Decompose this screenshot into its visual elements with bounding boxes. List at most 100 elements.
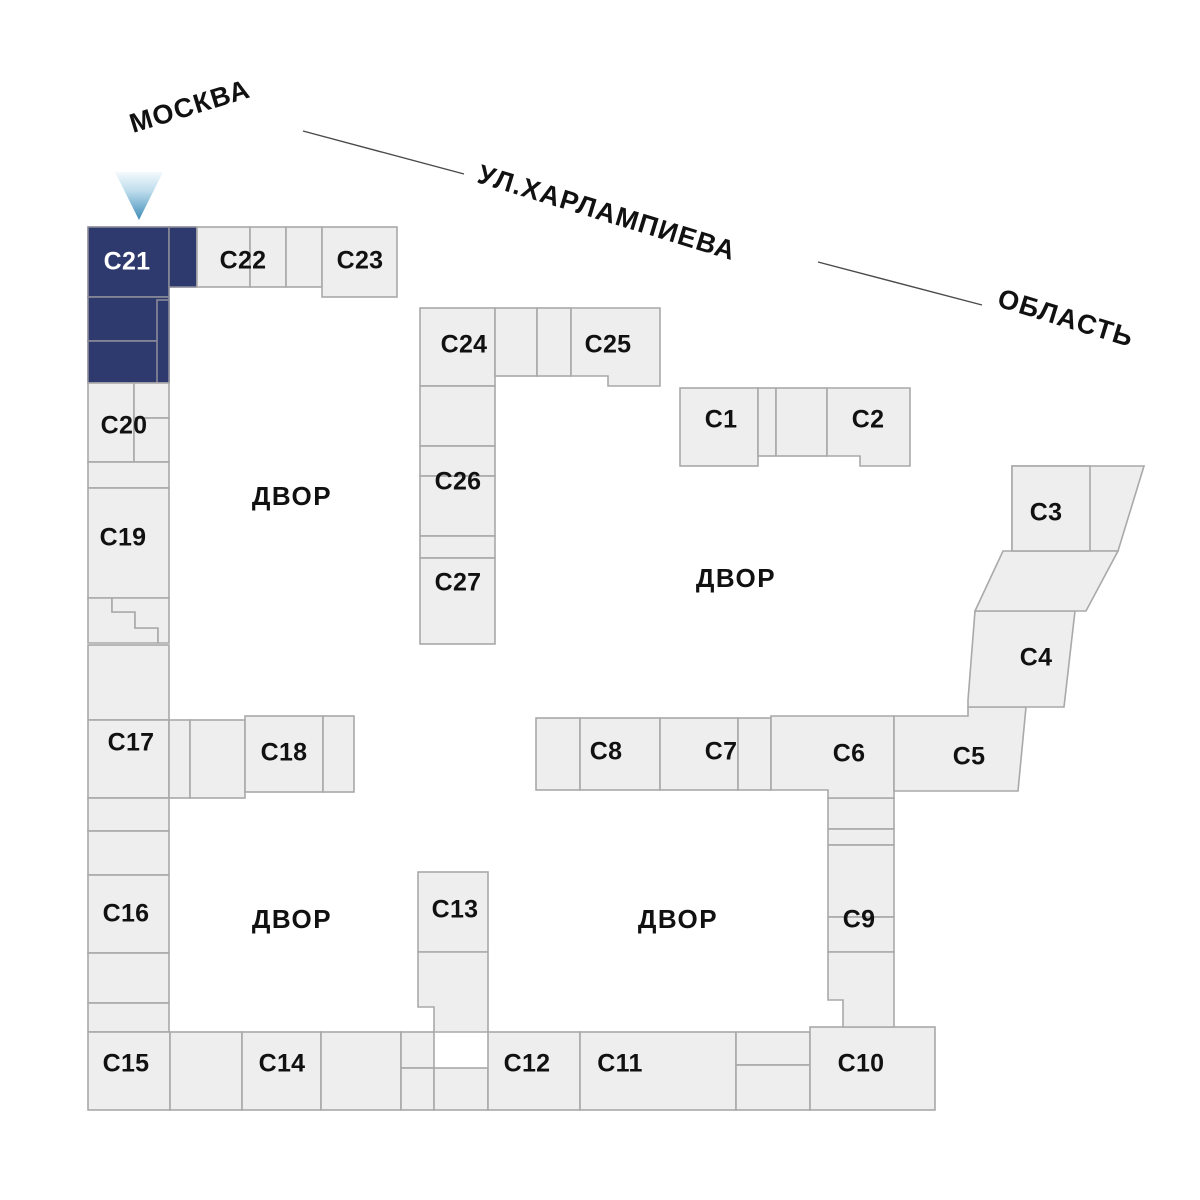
building-C8[interactable]: C8 (535, 717, 661, 791)
building-C13-part-d[interactable] (400, 1067, 435, 1111)
building-C7-part-b[interactable] (737, 717, 772, 791)
building-C10-part-c[interactable] (809, 1026, 936, 1111)
building-C2-part-a[interactable] (775, 387, 828, 457)
building-C15-part-b[interactable] (169, 1031, 243, 1111)
building-C25-part-b[interactable] (570, 307, 661, 387)
building-C10-part-a[interactable] (735, 1031, 811, 1066)
building-C22-part-b[interactable] (249, 226, 287, 288)
building-C1[interactable]: C1 (679, 387, 777, 467)
building-C22[interactable]: C22 (196, 226, 287, 288)
building-C17-label: C17 (108, 729, 155, 757)
building-C16-label: C16 (103, 900, 150, 928)
selected-location-marker[interactable] (115, 172, 163, 220)
building-C8-part-b[interactable] (579, 717, 661, 791)
building-C16-part-e[interactable] (87, 1002, 170, 1033)
building-C9-part-d[interactable] (827, 916, 895, 953)
street-line-right (817, 261, 983, 306)
building-C21-part-a[interactable] (87, 226, 170, 298)
building-C26[interactable]: C26 (419, 385, 496, 537)
building-C13-part-e[interactable] (433, 1067, 489, 1111)
building-C11-part-a[interactable] (579, 1031, 737, 1111)
building-C14-part-b[interactable] (320, 1031, 402, 1111)
building-C3-part-c[interactable] (1011, 465, 1091, 552)
building-C27-part-a[interactable] (419, 535, 496, 559)
building-C20-part-d[interactable] (87, 461, 170, 489)
building-C3[interactable]: C3 (973, 465, 1146, 612)
building-C16-part-a[interactable] (87, 797, 170, 832)
building-C5-label: C5 (953, 743, 986, 771)
building-C5[interactable]: C5 (893, 706, 1027, 792)
building-C13[interactable]: C13 (400, 871, 489, 1111)
building-C17-part-a[interactable] (87, 644, 170, 721)
building-C23-part-a[interactable] (285, 226, 323, 288)
building-C10[interactable]: C10 (735, 1026, 936, 1111)
building-C21-part-c[interactable] (87, 296, 170, 342)
building-C24[interactable]: C24 (419, 307, 538, 387)
building-C17[interactable]: C17 (87, 644, 246, 799)
building-C13-part-c[interactable] (400, 1031, 435, 1069)
building-C8-part-a[interactable] (535, 717, 581, 791)
building-C21-part-d[interactable] (87, 340, 170, 384)
building-C20-part-a[interactable] (87, 382, 135, 463)
building-C9-part-a[interactable] (827, 797, 895, 830)
building-C7-label: C7 (705, 738, 738, 766)
building-C24-part-b[interactable] (494, 307, 538, 377)
building-C14-label: C14 (259, 1050, 306, 1078)
building-C11[interactable]: C11 (579, 1031, 737, 1111)
building-C26-part-a[interactable] (419, 385, 496, 447)
building-C20-label: C20 (101, 412, 148, 440)
building-C21-part-b[interactable] (168, 226, 198, 288)
building-C16-part-d[interactable] (87, 952, 170, 1004)
building-C20[interactable]: C20 (87, 382, 170, 489)
building-C3-part-b[interactable] (973, 550, 1120, 612)
building-C23[interactable]: C23 (285, 226, 398, 298)
building-C3-label: C3 (1030, 499, 1063, 527)
building-C7[interactable]: C7 (659, 717, 772, 791)
building-C21-part-e[interactable] (156, 299, 170, 384)
building-C8-label: C8 (590, 738, 623, 766)
building-C4[interactable]: C4 (967, 610, 1076, 708)
yard-label-1: ДВОР (252, 481, 332, 511)
building-C15-part-a[interactable] (87, 1031, 171, 1111)
building-C9[interactable]: C9 (827, 797, 895, 1028)
yard-label-2: ДВОР (696, 563, 776, 593)
building-C1-part-b[interactable] (757, 387, 777, 457)
building-C24-part-a[interactable] (419, 307, 496, 387)
building-C19[interactable]: C19 (87, 487, 170, 644)
building-C17-part-c[interactable] (168, 719, 191, 799)
building-C22-part-a[interactable] (196, 226, 251, 288)
building-C23-part-b[interactable] (321, 226, 398, 298)
building-C19-stair-b[interactable] (111, 597, 170, 644)
building-C13-part-a[interactable] (417, 871, 489, 953)
building-C26-part-c[interactable] (419, 475, 496, 537)
building-C12-part-a[interactable] (487, 1031, 581, 1111)
building-C19-part-a[interactable] (87, 487, 170, 599)
building-C27[interactable]: C27 (419, 535, 496, 645)
building-C17-part-d[interactable] (189, 719, 246, 799)
building-C18-part-b[interactable] (322, 715, 355, 793)
building-C9-part-b[interactable] (827, 828, 895, 846)
building-C1-part-a[interactable] (679, 387, 759, 467)
building-C25[interactable]: C25 (536, 307, 661, 387)
building-C9-part-e[interactable] (827, 951, 895, 1028)
building-C15[interactable]: C15 (87, 1031, 243, 1111)
building-C6[interactable]: C6 (770, 715, 895, 799)
building-C24-label: C24 (441, 331, 488, 359)
building-C14[interactable]: C14 (241, 1031, 402, 1111)
building-C27-part-b[interactable] (419, 557, 496, 645)
building-C27-label: C27 (435, 569, 482, 597)
building-C22-label: C22 (220, 247, 267, 275)
building-C17-part-b[interactable] (87, 719, 170, 799)
building-C10-part-b[interactable] (735, 1064, 811, 1111)
building-C12[interactable]: C12 (487, 1031, 581, 1111)
building-C26-part-b[interactable] (419, 445, 496, 477)
building-C6-label: C6 (833, 740, 866, 768)
building-C18[interactable]: C18 (244, 715, 355, 793)
building-C25-part-a[interactable] (536, 307, 572, 377)
building-C26-label: C26 (435, 468, 482, 496)
building-C2[interactable]: C2 (775, 387, 911, 467)
building-C2-part-b[interactable] (826, 387, 911, 467)
building-C16[interactable]: C16 (87, 797, 170, 1033)
building-C16-part-b[interactable] (87, 830, 170, 876)
